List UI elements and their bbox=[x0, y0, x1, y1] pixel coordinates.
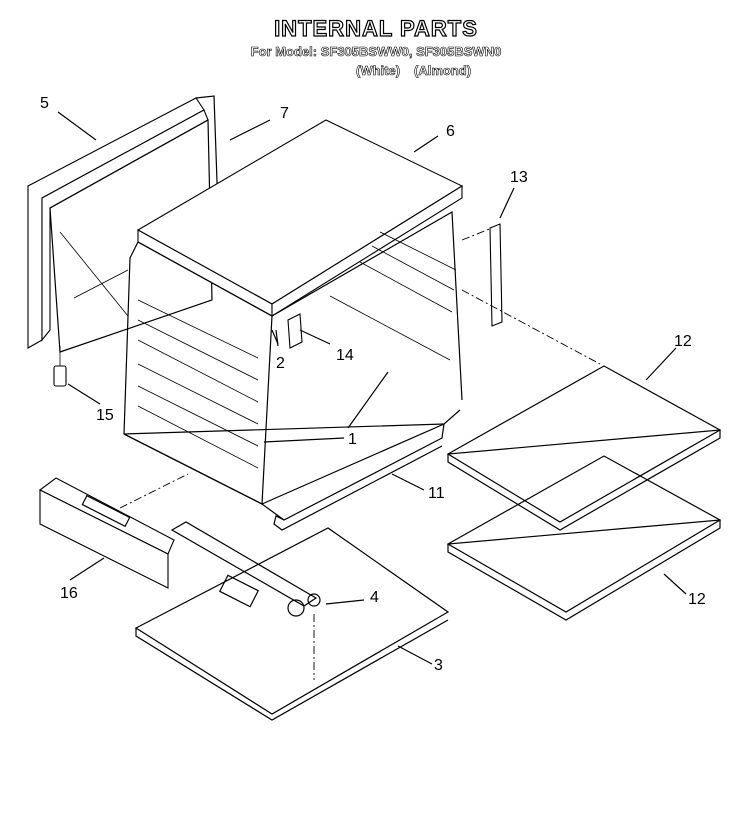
callout-4: 4 bbox=[370, 589, 379, 606]
part-3-burner-panel bbox=[134, 527, 450, 721]
part-11-oven-bottom bbox=[273, 445, 443, 531]
part-7-rear-frame bbox=[195, 95, 219, 211]
callout-16: 16 bbox=[60, 585, 78, 602]
callout-11: 11 bbox=[428, 485, 445, 502]
part-6-top-insulation bbox=[136, 119, 464, 317]
callout-12-lower: 12 bbox=[688, 591, 706, 608]
variant-white: (White) bbox=[356, 63, 401, 79]
callout-1: 1 bbox=[348, 431, 357, 448]
part-4-burner bbox=[170, 521, 321, 617]
callout-2: 2 bbox=[276, 355, 285, 372]
leader-lines bbox=[57, 111, 687, 665]
part-16-vent-trim bbox=[38, 477, 175, 589]
callout-7: 7 bbox=[280, 105, 289, 122]
part-12-lower-rack bbox=[446, 455, 722, 621]
assembly-lines bbox=[119, 227, 601, 680]
part-15-hinge bbox=[53, 346, 67, 387]
callout-5: 5 bbox=[40, 95, 49, 112]
variant-almond: (Almond) bbox=[414, 63, 472, 79]
part-14-clip bbox=[287, 313, 303, 349]
part-12-upper-rack bbox=[446, 365, 722, 531]
callout-15: 15 bbox=[96, 407, 114, 424]
callout-6: 6 bbox=[446, 123, 455, 140]
callout-3: 3 bbox=[434, 657, 443, 674]
callout-12-upper: 12 bbox=[674, 333, 692, 350]
model-line: For Model: SF305BSWW0, SF305BSWN0 bbox=[250, 44, 502, 60]
part-13-side-bracket bbox=[489, 223, 503, 327]
callout-13: 13 bbox=[510, 169, 528, 186]
part-1-oven-liner bbox=[123, 210, 463, 521]
callout-14: 14 bbox=[336, 347, 354, 364]
callout-labels: 5 7 6 13 12 2 14 15 1 11 16 4 12 3 bbox=[40, 95, 706, 674]
page-title: INTERNAL PARTS bbox=[273, 15, 478, 41]
